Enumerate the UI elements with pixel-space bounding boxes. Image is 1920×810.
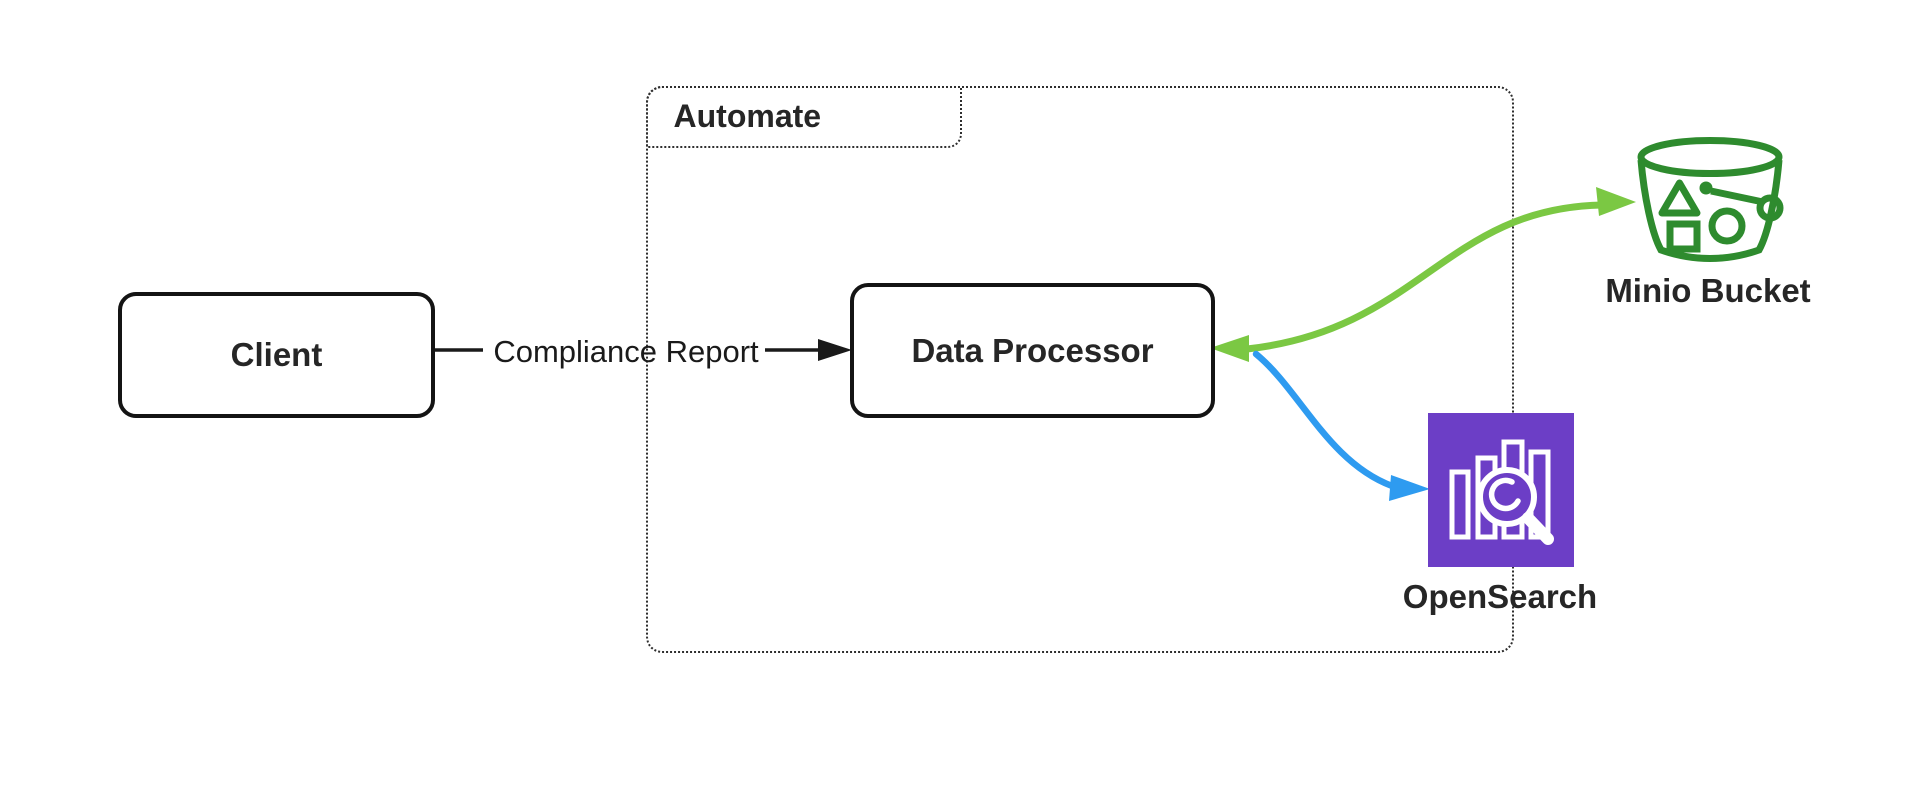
node-client-label: Client xyxy=(230,336,323,373)
bucket-handle-pivot xyxy=(1699,181,1713,195)
opensearch-icon[interactable] xyxy=(1428,413,1574,567)
node-data-processor-label: Data Processor xyxy=(911,331,1154,369)
edge-processor-to-opensearch[interactable] xyxy=(1252,350,1396,490)
arrowhead-green-into-processor xyxy=(1210,335,1249,362)
node-data-processor[interactable]: Data Processor xyxy=(850,283,1215,418)
edge-processor-to-minio[interactable] xyxy=(1243,201,1606,353)
group-label: Automate xyxy=(673,98,822,134)
node-opensearch-label: OpenSearch xyxy=(1402,578,1598,615)
node-client[interactable]: Client xyxy=(118,292,435,418)
node-minio-bucket-label: Minio Bucket xyxy=(1605,272,1811,309)
arrowhead-green-into-minio xyxy=(1596,187,1636,216)
s3-bucket-icon[interactable] xyxy=(1634,136,1786,266)
group-tab-automate: Automate xyxy=(645,85,962,148)
arrowhead-blue-into-opensearch xyxy=(1389,475,1430,501)
group-container-automate[interactable]: Automate xyxy=(645,85,1514,653)
arrowhead-into-data-processor xyxy=(818,339,852,361)
